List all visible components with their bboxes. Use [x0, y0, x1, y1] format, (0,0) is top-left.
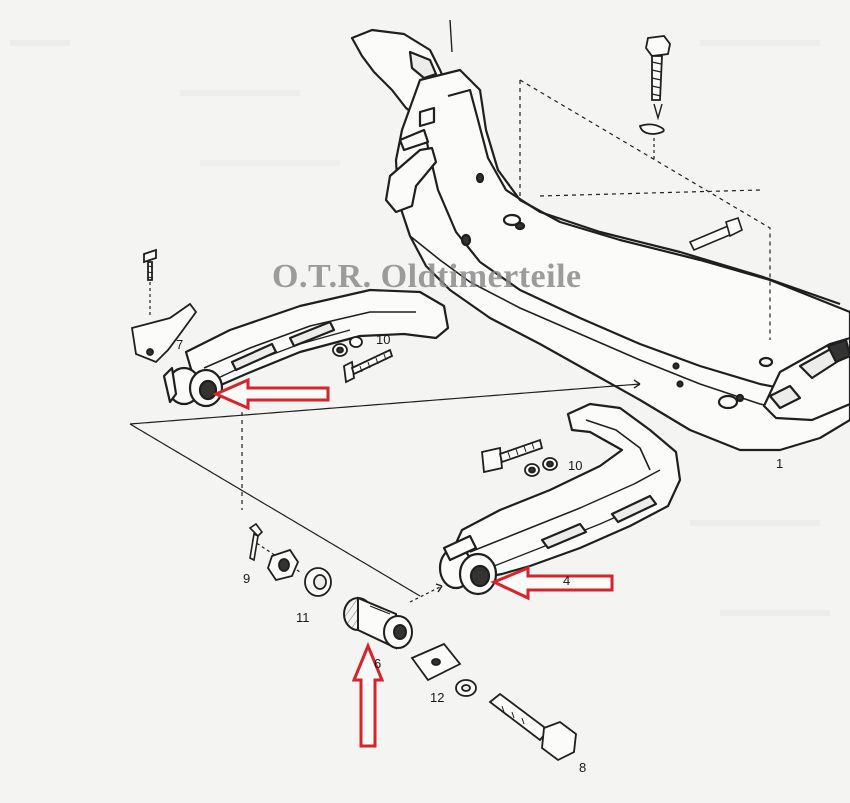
part-label-6: 6 [374, 656, 381, 671]
arrow-left-upper [212, 377, 330, 411]
part-label-10-lower: 10 [568, 458, 582, 473]
part-label-11: 11 [296, 610, 310, 625]
bracket-7 [130, 248, 198, 364]
arrow-left-lower [490, 565, 614, 601]
part-label-12: 12 [430, 690, 444, 705]
watermark-text: O.T.R. Oldtimerteile [272, 258, 582, 295]
part-label-10-upper: 10 [376, 332, 390, 347]
trailing-arm-4 [438, 402, 682, 596]
washer-11 [304, 567, 332, 597]
bolt-10-lower [481, 438, 558, 477]
plate-12 [410, 642, 462, 682]
bushing-6 [343, 596, 413, 650]
pin-9 [248, 522, 264, 562]
top-bolt [638, 35, 671, 135]
part-label-7: 7 [176, 337, 183, 352]
arrow-up [351, 642, 385, 748]
crossmember-body [350, 28, 850, 452]
bolt-10-upper [332, 336, 394, 384]
part-label-9: 9 [243, 571, 250, 586]
part-label-4: 4 [563, 573, 570, 588]
bolt-8 [488, 692, 577, 762]
center-bolt [688, 216, 743, 252]
part-label-1: 1 [776, 456, 783, 471]
nut [267, 548, 300, 582]
trailing-arm-7 [162, 288, 450, 408]
part-label-8: 8 [579, 760, 586, 775]
washer-12 [455, 679, 477, 697]
background-bleed [10, 40, 830, 616]
part-numbers: 1 4 6 7 8 9 10 10 11 12 [176, 332, 783, 775]
